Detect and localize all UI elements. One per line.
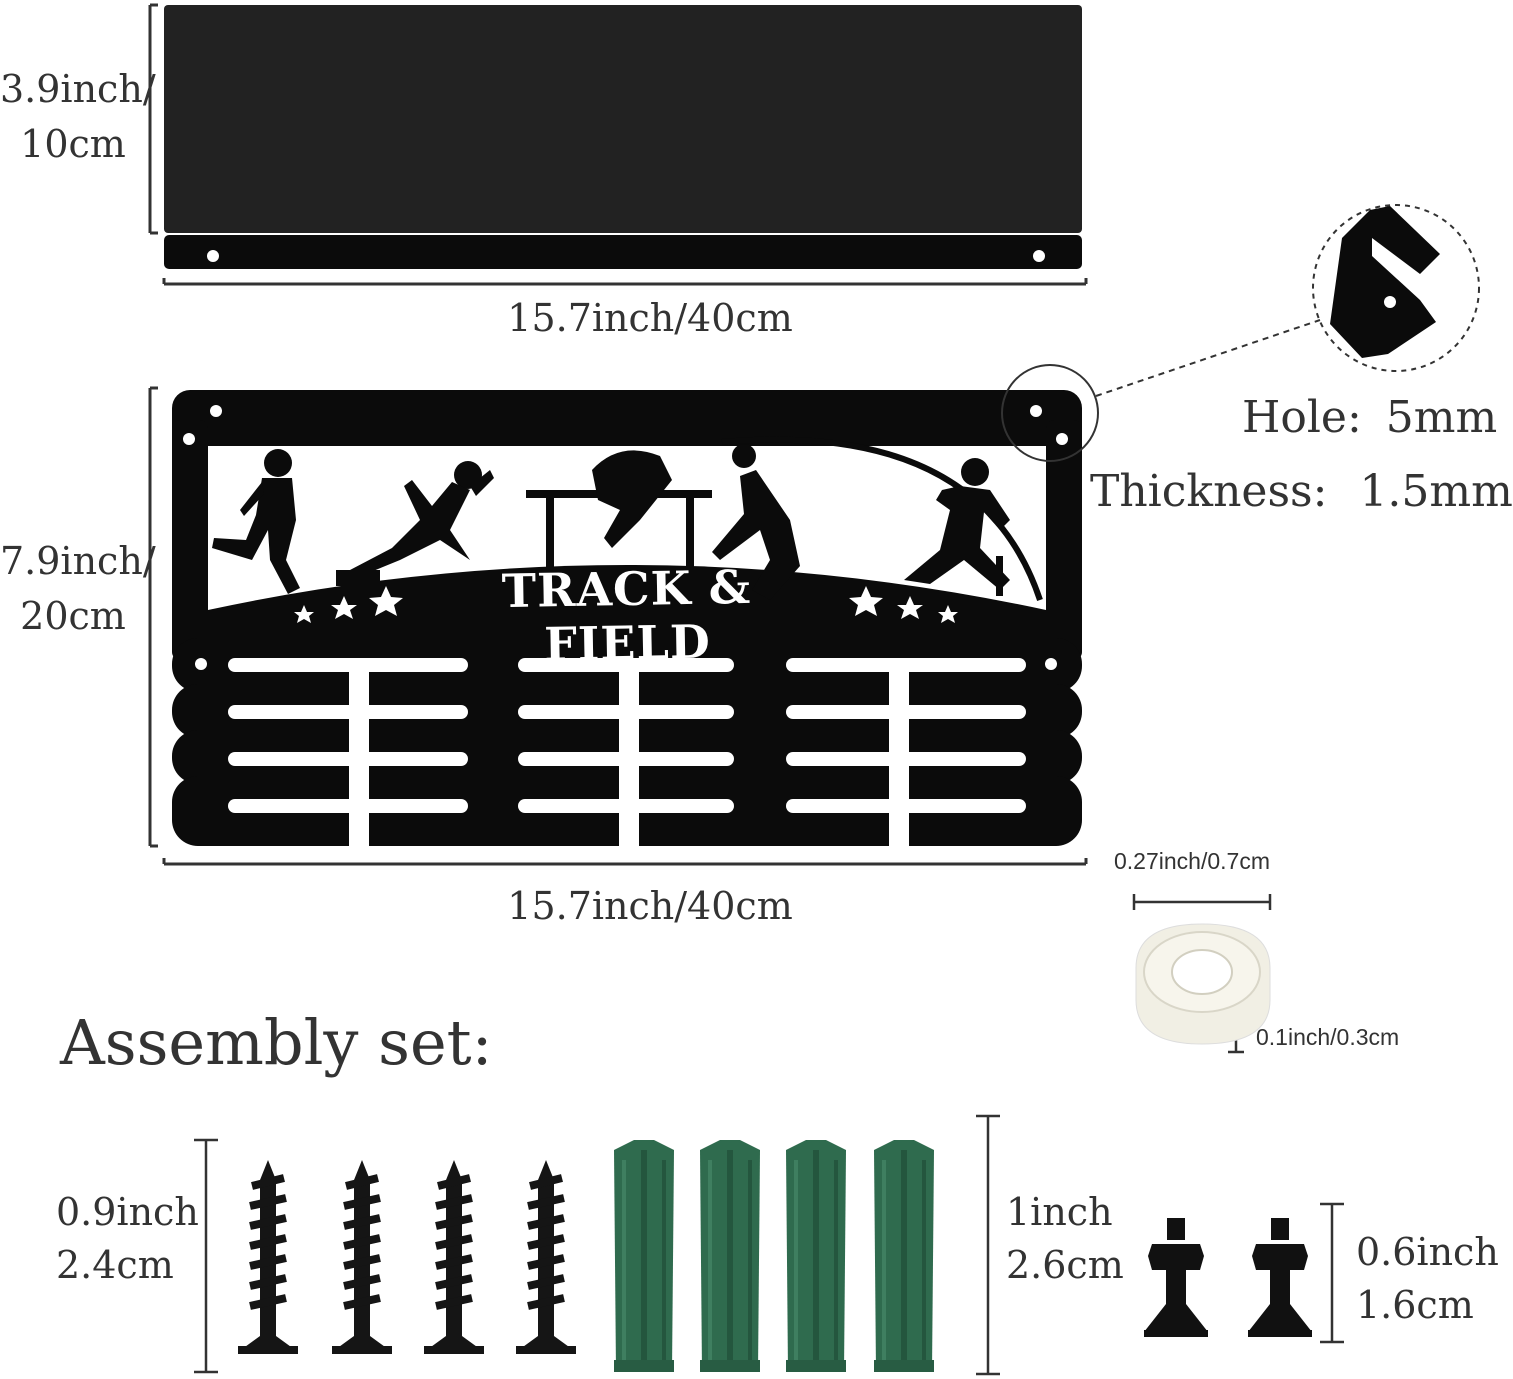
hole-spec: Hole: 5mm: [1242, 392, 1497, 443]
hanger-dimension-lines: [148, 386, 1088, 866]
shelf-height-line1: 3.9inch/: [0, 67, 156, 111]
shelf-panel: [164, 5, 1082, 233]
shelf-dimension-lines: [148, 3, 1088, 286]
wall-anchor: [786, 1140, 846, 1372]
assembly-dimension-lines: [194, 1114, 1344, 1376]
hole-value: 5mm: [1385, 392, 1498, 443]
screw-length-line2: 2.4cm: [56, 1243, 174, 1288]
hanger-height-line1: 7.9inch/: [0, 539, 156, 583]
hurdler-silhouette: [904, 458, 1010, 596]
detail-circle-small: [1001, 364, 1099, 462]
bolt: [1248, 1218, 1312, 1337]
wall-anchors: [614, 1140, 934, 1372]
corner-detail-magnifier: [1001, 204, 1480, 462]
wall-anchor: [874, 1140, 934, 1372]
anchor-length-label: 1inch 2.6cm: [1006, 1186, 1124, 1292]
bolt: [1144, 1218, 1208, 1337]
shelf-width-label: 15.7inch/40cm: [507, 296, 793, 340]
hanger-height-label: 7.9inch/ 20cm: [0, 534, 156, 644]
shelf-hole-right: [1033, 250, 1045, 262]
bolts-with-nuts: [1144, 1218, 1312, 1337]
thickness-label: Thickness:: [1090, 466, 1328, 517]
shelf-hole-left: [207, 250, 219, 262]
shelf-height-label: 3.9inch/ 10cm: [0, 62, 156, 172]
wall-anchor: [614, 1140, 674, 1372]
wall-anchor: [700, 1140, 760, 1372]
screw: [238, 1160, 298, 1354]
hanger-banner-text: TRACK & FIELD: [501, 559, 752, 672]
screw: [516, 1160, 576, 1354]
hole-label: Hole:: [1242, 392, 1362, 443]
hanger-hole-top-left: [210, 405, 222, 417]
corner-bracket-detail: [1330, 206, 1440, 358]
detail-circle-large: [1312, 204, 1480, 372]
stars-decoration: [294, 586, 958, 623]
medal-ribbon-slots: [228, 658, 1026, 813]
assembly-title: Assembly set:: [60, 1006, 493, 1079]
hanger-height-line2: 20cm: [20, 594, 126, 639]
bolt-length-label: 0.6inch 1.6cm: [1356, 1226, 1499, 1332]
spacer-washer: [1132, 894, 1272, 1054]
spacer-thickness-label: 0.1inch/0.3cm: [1256, 1024, 1400, 1050]
shelf: [164, 5, 1082, 269]
hanger-width-label: 15.7inch/40cm: [507, 884, 793, 928]
medal-hanger: [172, 390, 1082, 846]
screw-length-line1: 0.9inch: [56, 1190, 199, 1234]
runner-silhouette: [212, 449, 300, 594]
screw: [424, 1160, 484, 1354]
spacer-diameter-label: 0.27inch/0.7cm: [1114, 848, 1270, 874]
sprinter-silhouette: [336, 461, 494, 586]
screw: [332, 1160, 392, 1354]
wood-screws: [238, 1160, 576, 1354]
shelf-height-line2: 10cm: [20, 122, 126, 167]
bolt-length-line2: 1.6cm: [1356, 1283, 1474, 1328]
thickness-value: 1.5mm: [1359, 466, 1513, 517]
anchor-length-line1: 1inch: [1006, 1190, 1113, 1234]
thickness-spec: Thickness: 1.5mm: [1090, 466, 1513, 517]
pole-vault-silhouette: [712, 436, 1043, 601]
hanger-hole-top-right: [1030, 405, 1042, 417]
anchor-length-line2: 2.6cm: [1006, 1243, 1124, 1288]
hill-ground: [208, 565, 1046, 660]
bolt-length-line1: 0.6inch: [1356, 1230, 1499, 1274]
high-jump-silhouette: [526, 450, 712, 580]
shelf-mounting-strip: [164, 235, 1082, 269]
screw-length-label: 0.9inch 2.4cm: [56, 1186, 199, 1292]
